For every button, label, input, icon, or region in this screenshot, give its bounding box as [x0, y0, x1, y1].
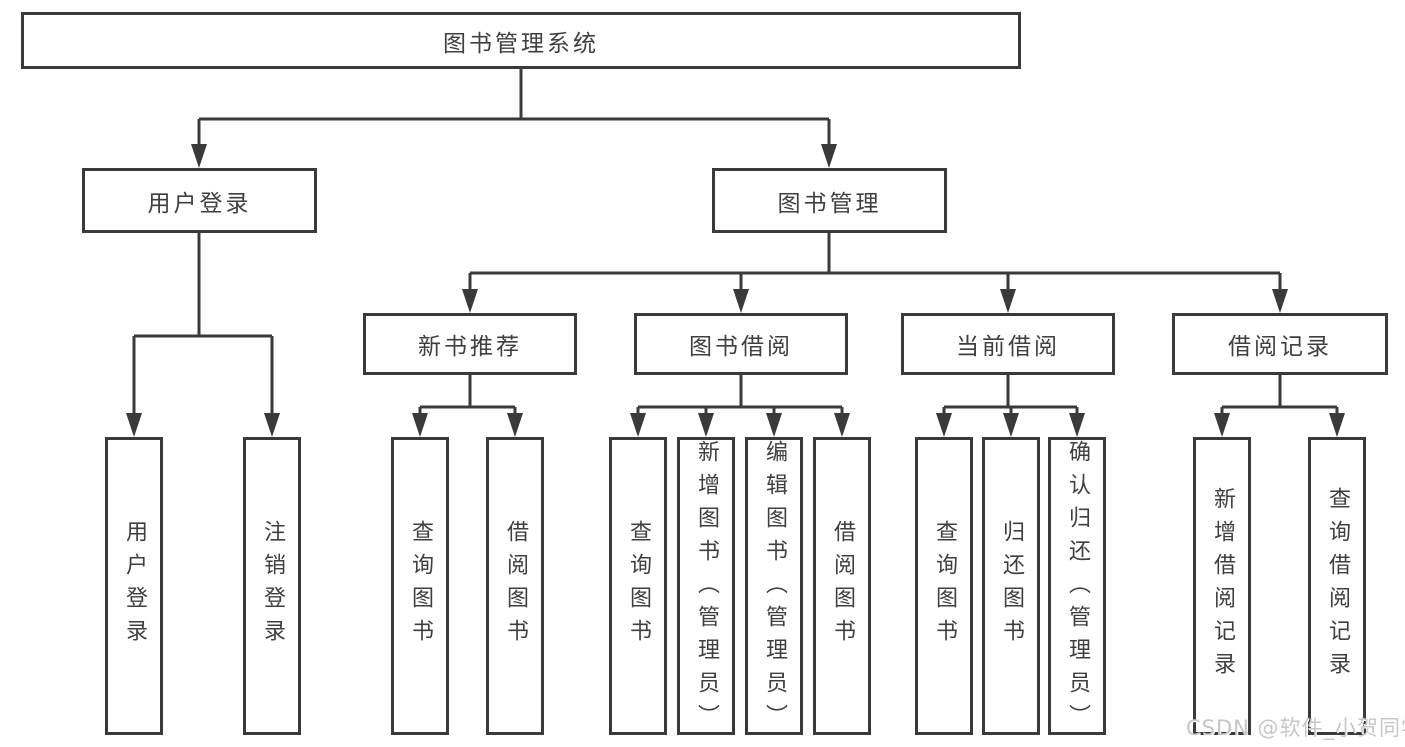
leaf-add-book-admin: 新增图书（管理员） [677, 437, 735, 737]
node-book-borrow: 图书借阅 [634, 313, 848, 375]
csdn-watermark: CSDN @软件_小贺同学 [1186, 716, 1405, 740]
branch-user-login: 用户登录 [82, 168, 317, 233]
root-node-system: 图书管理系统 [21, 12, 1021, 69]
leaf-query-books-current: 查询图书 [915, 437, 973, 735]
branch-book-management: 图书管理 [712, 168, 947, 233]
leaf-confirm-return-admin: 确认归还（管理员） [1048, 437, 1106, 737]
node-borrow-records: 借阅记录 [1172, 313, 1388, 375]
leaf-borrow-books-recommend: 借阅图书 [486, 437, 544, 735]
node-current-borrow: 当前借阅 [901, 313, 1115, 375]
leaf-user-login: 用户登录 [105, 437, 163, 735]
leaf-edit-book-admin: 编辑图书（管理员） [745, 437, 803, 737]
leaf-logout: 注销登录 [243, 437, 301, 735]
leaf-borrow-books: 借阅图书 [813, 437, 871, 735]
leaf-query-books-borrow: 查询图书 [609, 437, 667, 735]
leaf-return-book: 归还图书 [982, 437, 1040, 735]
node-new-book-recommend: 新书推荐 [363, 313, 577, 375]
leaf-query-borrow-record: 查询借阅记录 [1308, 437, 1366, 735]
leaf-add-borrow-record: 新增借阅记录 [1193, 437, 1251, 735]
leaf-query-books-recommend: 查询图书 [391, 437, 449, 735]
